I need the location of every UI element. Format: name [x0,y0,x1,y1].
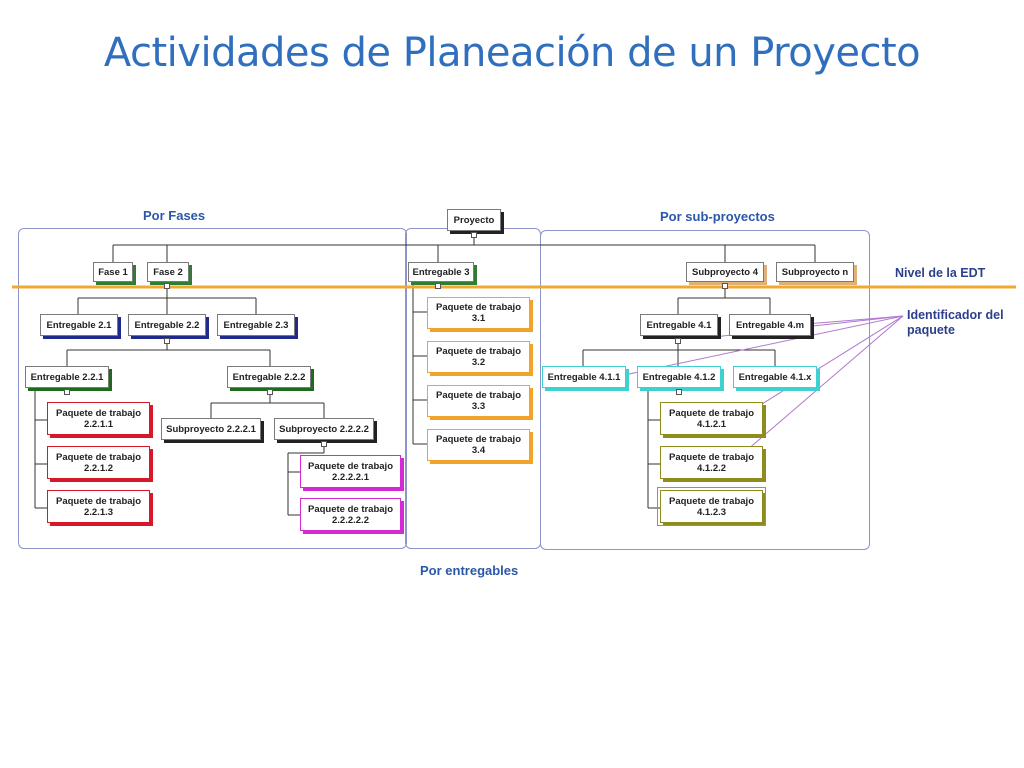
node-paquete-2-2-1-2[interactable]: Paquete de trabajo 2.2.1.2 [47,446,150,479]
node-entregable-2-2-2[interactable]: Entregable 2.2.2 [227,366,311,388]
collapse-toggle-entregable-2-2-1[interactable] [64,389,70,395]
collapse-toggle-entregable-4-1-2[interactable] [676,389,682,395]
section-label-fases: Por Fases [143,208,206,223]
node-paquete-2-2-2-2-2[interactable]: Paquete de trabajo 2.2.2.2.2 [300,498,401,531]
node-subproyecto-4[interactable]: Subproyecto 4 [686,262,764,282]
collapse-toggle-entregable-4-1[interactable] [675,338,681,344]
collapse-toggle-fase-2[interactable] [164,283,170,289]
node-subproyecto-2-2-2-2[interactable]: Subproyecto 2.2.2.2 [274,418,374,440]
section-label-subproyectos: Por sub-proyectos [660,209,775,224]
node-paquete-4-1-2-1[interactable]: Paquete de trabajo 4.1.2.1 [660,402,763,435]
node-fase-2[interactable]: Fase 2 [147,262,189,282]
node-paquete-4-1-2-3[interactable]: Paquete de trabajo 4.1.2.3 [657,487,766,526]
node-paquete-3-4[interactable]: Paquete de trabajo 3.4 [427,429,530,461]
node-paquete-4-1-2-2[interactable]: Paquete de trabajo 4.1.2.2 [660,446,763,479]
node-entregable-4-m[interactable]: Entregable 4.m [729,314,811,336]
frame-por-subproyectos [540,230,870,550]
node-paquete-3-3[interactable]: Paquete de trabajo 3.3 [427,385,530,417]
node-entregable-2-2[interactable]: Entregable 2.2 [128,314,206,336]
node-proyecto[interactable]: Proyecto [447,209,501,231]
node-paquete-3-1[interactable]: Paquete de trabajo 3.1 [427,297,530,329]
frame-por-fases [18,228,407,549]
section-label-entregables: Por entregables [420,563,519,578]
node-paquete-2-2-1-1[interactable]: Paquete de trabajo 2.2.1.1 [47,402,150,435]
node-entregable-2-2-1[interactable]: Entregable 2.2.1 [25,366,109,388]
collapse-toggle-entregable-2-2-2[interactable] [267,389,273,395]
node-entregable-4-1-1[interactable]: Entregable 4.1.1 [542,366,626,388]
node-paquete-2-2-2-2-1[interactable]: Paquete de trabajo 2.2.2.2.1 [300,455,401,488]
node-entregable-2-1[interactable]: Entregable 2.1 [40,314,118,336]
node-entregable-4-1[interactable]: Entregable 4.1 [640,314,718,336]
node-entregable-3[interactable]: Entregable 3 [408,262,474,282]
node-fase-1[interactable]: Fase 1 [93,262,133,282]
node-subproyecto-2-2-2-1[interactable]: Subproyecto 2.2.2.1 [161,418,261,440]
collapse-toggle-subproyecto-2-2-2-2[interactable] [321,441,327,447]
node-paquete-2-2-1-3[interactable]: Paquete de trabajo 2.2.1.3 [47,490,150,523]
identificador-paquete-label: Identificador del paquete [907,308,1004,337]
nivel-edt-label: Nivel de la EDT [895,266,986,280]
node-entregable-4-1-x[interactable]: Entregable 4.1.x [733,366,817,388]
node-paquete-3-2[interactable]: Paquete de trabajo 3.2 [427,341,530,373]
node-entregable-2-3[interactable]: Entregable 2.3 [217,314,295,336]
collapse-toggle-proyecto[interactable] [471,232,477,238]
node-subproyecto-n[interactable]: Subproyecto n [776,262,854,282]
collapse-toggle-entregable-3[interactable] [435,283,441,289]
page-title: Actividades de Planeación de un Proyecto [103,30,921,76]
collapse-toggle-entregable-2-2[interactable] [164,338,170,344]
node-entregable-4-1-2[interactable]: Entregable 4.1.2 [637,366,721,388]
collapse-toggle-subproyecto-4[interactable] [722,283,728,289]
